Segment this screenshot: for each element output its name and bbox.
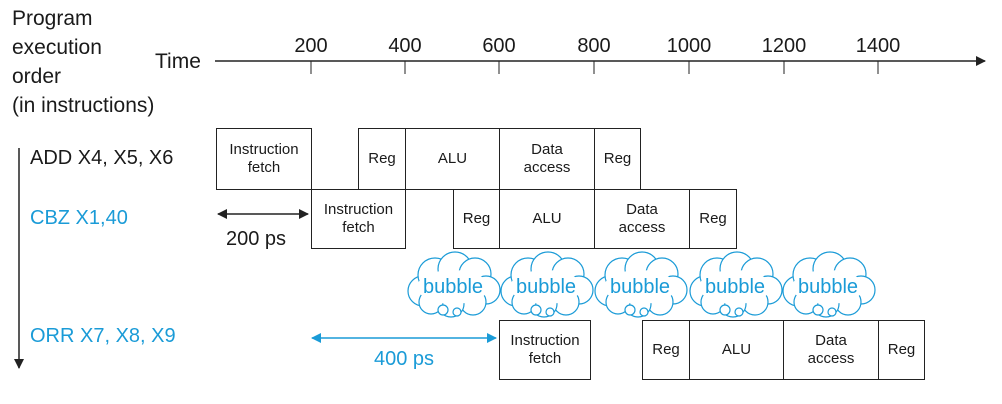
time-tick-label: 200 (294, 35, 328, 57)
interval-200ps-label: 200 ps (226, 228, 287, 250)
cbz-alu-stage: ALU (499, 189, 595, 249)
time-tick-label: 1200 (761, 35, 807, 57)
order-heading-line2: execution (12, 36, 102, 59)
order-heading-line4: (in instructions) (12, 94, 155, 117)
cbz-data-access-stage: Data access (594, 189, 690, 249)
cbz-reg-read-stage: Reg (453, 189, 500, 249)
instruction-orr: ORR X7, X8, X9 (30, 325, 176, 347)
time-tick-label: 600 (482, 35, 516, 57)
add-fetch-stage: Instruction fetch (216, 128, 312, 190)
time-tick-label: 400 (388, 35, 422, 57)
add-reg-write-stage: Reg (594, 128, 641, 190)
bubble-cloud: bubble (407, 251, 501, 318)
cbz-reg-write-stage: Reg (689, 189, 737, 249)
bubble-cloud: bubble (500, 251, 594, 318)
orr-fetch-stage: Instruction fetch (499, 320, 591, 380)
bubble-label: bubble (798, 276, 858, 298)
orr-data-access-stage: Data access (783, 320, 879, 380)
order-heading-line1: Program (12, 7, 93, 30)
orr-alu-stage: ALU (689, 320, 784, 380)
interval-400ps-label: 400 ps (374, 348, 435, 370)
order-heading-line3: order (12, 65, 62, 88)
add-data-access-stage: Data access (499, 128, 595, 190)
time-tick-label: 1000 (666, 35, 712, 57)
time-label: Time (155, 50, 201, 73)
bubble-label: bubble (610, 276, 670, 298)
bubble-cloud: bubble (782, 251, 876, 318)
add-alu-stage: ALU (405, 128, 500, 190)
instruction-cbz: CBZ X1,40 (30, 207, 128, 229)
add-reg-read-stage: Reg (358, 128, 406, 190)
bubble-row: bubble bubble bubble bubble bubble (407, 251, 876, 318)
bubble-label: bubble (705, 276, 765, 298)
time-axis-ticks (310, 61, 879, 74)
time-tick-label: 1400 (855, 35, 901, 57)
instruction-add: ADD X4, X5, X6 (30, 147, 174, 169)
bubble-label: bubble (423, 276, 483, 298)
time-tick-label: 800 (577, 35, 611, 57)
bubble-cloud: bubble (689, 251, 783, 318)
orr-reg-read-stage: Reg (642, 320, 690, 380)
cbz-fetch-stage: Instruction fetch (311, 189, 406, 249)
orr-reg-write-stage: Reg (878, 320, 925, 380)
bubble-cloud: bubble (594, 251, 688, 318)
bubble-label: bubble (516, 276, 576, 298)
